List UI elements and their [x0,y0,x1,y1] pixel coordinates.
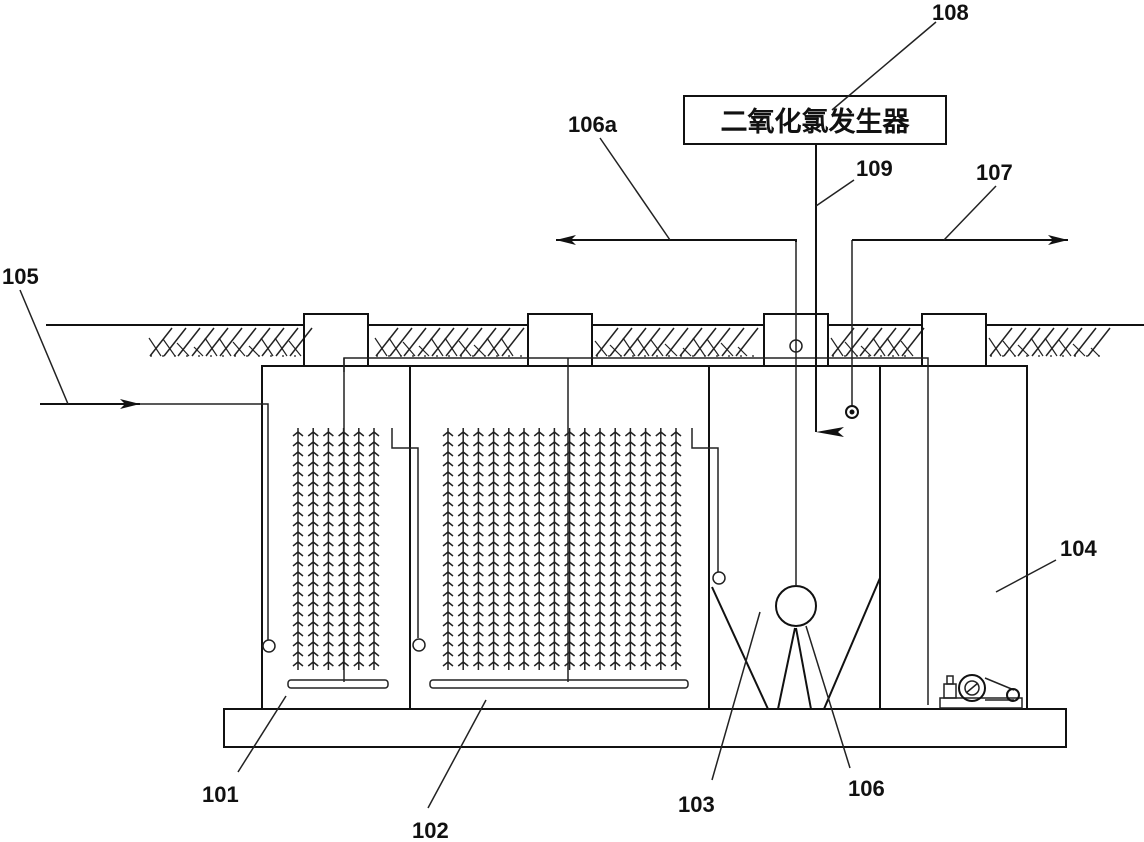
sedimentation-hopper [711,577,881,710]
label-103: 103 [678,792,715,817]
outlet-107 [845,235,1068,419]
label-101: 101 [202,782,239,807]
partition-walls [409,366,881,709]
lift-pump [775,585,817,627]
label-107: 107 [976,160,1013,185]
label-102: 102 [412,818,449,842]
label-104: 104 [1060,536,1097,561]
riser-valve [789,339,803,353]
generator-label: 二氧化氯发生器 [721,106,911,138]
biofilm-media [292,428,682,670]
label-106: 106 [848,776,885,801]
label-109: 109 [856,156,893,181]
transfer-pipe-b [691,428,726,585]
tank-body [261,365,1028,710]
outlet-106a [556,235,797,245]
foundation-slab [223,708,1067,748]
inlet-pipe [40,399,276,653]
blower [939,674,1023,709]
aerator-102 [429,679,689,689]
aerator-101 [287,679,389,689]
label-108: 108 [932,0,969,25]
transfer-pipe-a [391,428,426,652]
label-105: 105 [2,264,39,289]
leader-lines [19,21,1057,809]
air-header-pipe [343,357,929,705]
label-106a: 106a [568,112,618,137]
soil-hatching [148,327,1111,357]
